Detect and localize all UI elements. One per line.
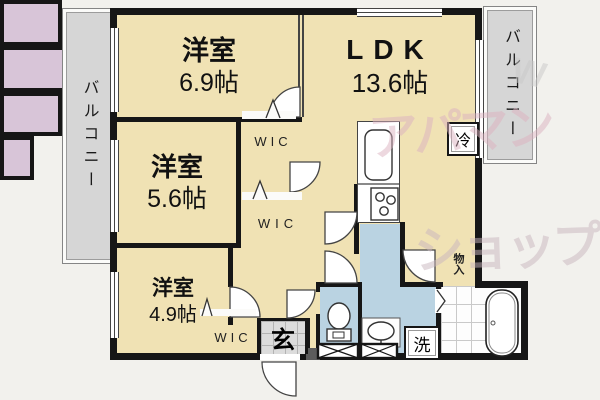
wic-top-label: WIC (254, 133, 292, 149)
corridor-floor (360, 224, 400, 287)
wic-middle-box (0, 46, 70, 92)
wall-segment (400, 282, 443, 287)
wall-segment (316, 282, 362, 287)
wall-segment (316, 314, 320, 360)
window (357, 8, 442, 17)
wic-middle-label: WIC (257, 215, 299, 231)
sliding-partition (298, 15, 300, 117)
wall-segment (236, 122, 241, 248)
bathroom-tile-floor (441, 286, 486, 360)
wall-segment (475, 281, 528, 288)
wall-segment (110, 8, 482, 15)
wall-segment (358, 287, 362, 360)
entrance-step (306, 348, 320, 360)
wall-segment (115, 243, 240, 248)
refrigerator-box: 冷 (447, 122, 479, 156)
wic-bottom-box (0, 92, 62, 136)
window (110, 140, 119, 232)
wic-top-box (0, 0, 62, 46)
kitchen-counter (357, 121, 400, 223)
room-label-western2: 洋室 5.6帖 (147, 152, 207, 213)
wall-segment (316, 282, 320, 292)
balcony-right: バルコニー (483, 6, 537, 164)
entrance-label: 玄 (271, 327, 295, 354)
window (475, 40, 484, 158)
balcony-left-label: バルコニー (80, 78, 98, 194)
window (110, 272, 119, 338)
washer-label: 洗 (413, 335, 431, 355)
storage-label: 物入 (452, 253, 464, 275)
toilet-floor (320, 287, 358, 360)
window (110, 28, 119, 112)
wall-segment (521, 281, 528, 360)
balcony-left: バルコニー (62, 8, 115, 264)
wall-segment (306, 318, 310, 360)
balcony-right-label: バルコニー (502, 27, 519, 143)
washer-box: 洗 (404, 326, 440, 360)
storage-box (0, 136, 34, 180)
wall-segment (115, 117, 302, 122)
room-label-western3: 洋室 4.9帖 (149, 277, 197, 326)
sliding-partition (302, 15, 304, 117)
room-label-western1: 洋室 6.9帖 (179, 35, 239, 98)
wall-segment (436, 282, 441, 290)
wall-segment (400, 222, 405, 287)
wic-bottom-label: WIC (214, 329, 252, 345)
wall-segment (228, 248, 233, 287)
bathtub-area-floor (486, 286, 521, 360)
refrigerator-label: 冷 (454, 133, 471, 150)
wall-segment (228, 317, 233, 325)
entrance-opening (260, 353, 300, 360)
entrance-door-arc (261, 361, 297, 397)
entrance-tile: 玄 (258, 318, 308, 354)
room-label-ldk: LDK 13.6帖 (346, 34, 434, 99)
